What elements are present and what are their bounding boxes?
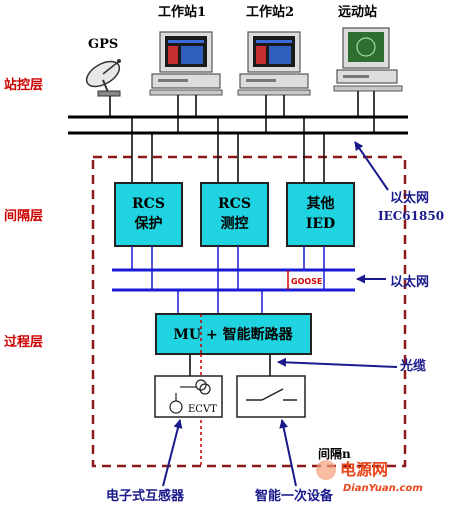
remote-station-computer-icon xyxy=(333,27,403,92)
ecvt-label: ECVT xyxy=(188,404,217,415)
ied-box-measure-control-line2: 测控 xyxy=(221,215,249,232)
layer-label-process: 过程层 xyxy=(4,334,43,350)
switch-device xyxy=(236,375,306,418)
ied-box-other-line2: IED xyxy=(306,216,335,232)
ied-box-measure-control-line1: RCS xyxy=(218,196,251,212)
ied-box-protection: RCS 保护 xyxy=(114,182,183,247)
workstation2-computer-icon xyxy=(237,31,311,96)
satellite-dish-icon xyxy=(85,59,121,97)
layer-label-station: 站控层 xyxy=(4,77,43,93)
watermark-url: DianYuan.com xyxy=(343,483,423,494)
ethernet-label-bottom: 以太网 xyxy=(390,274,429,290)
transformer-icon xyxy=(195,379,207,391)
ied-box-other: 其他 IED xyxy=(286,182,355,247)
bay-boundary xyxy=(91,155,407,468)
process-bus xyxy=(112,268,355,292)
bay-n-label: 间隔n xyxy=(318,446,351,461)
fiber-label: 光缆 xyxy=(399,358,426,374)
ethernet-label-top: 以太网 xyxy=(390,190,429,206)
ied-box-protection-line1: RCS xyxy=(132,196,165,212)
primary-device-label: 智能一次设备 xyxy=(255,488,334,504)
transformer-label: 电子式互感器 xyxy=(106,488,185,504)
arrow-transformer xyxy=(162,419,183,487)
arrow-ethernet-top xyxy=(354,141,389,191)
gps-label: GPS xyxy=(88,37,118,52)
watermark-logo: 电源网 DianYuan.com xyxy=(316,460,423,494)
remote-station-label: 远动站 xyxy=(338,4,377,20)
ecvt-device: ECVT xyxy=(154,375,223,418)
layer-label-bay: 间隔层 xyxy=(4,208,43,224)
workstation2-label: 工作站2 xyxy=(246,4,294,20)
arrow-fiber xyxy=(277,357,398,368)
process-box: MU + 智能断路器 xyxy=(155,313,312,355)
arrow-primary-device xyxy=(279,419,297,487)
annotation-arrows xyxy=(162,141,398,487)
workstation1-label: 工作站1 xyxy=(158,4,206,20)
ied-uplinks xyxy=(131,117,325,183)
ied-box-other-line1: 其他 xyxy=(307,195,335,212)
goose-label: GOOSE xyxy=(291,277,322,286)
station-bus-drops xyxy=(109,91,375,133)
ied-downlinks xyxy=(131,246,325,290)
station-bus xyxy=(68,115,408,135)
ied-box-protection-line2: 保护 xyxy=(134,215,163,232)
device-links xyxy=(189,354,271,376)
workstation1-computer-icon xyxy=(149,31,223,96)
process-box-uplinks xyxy=(177,270,263,314)
process-box-label: MU + 智能断路器 xyxy=(173,326,293,343)
iec61850-label: IEC61850 xyxy=(378,209,444,223)
watermark-cn: 电源网 xyxy=(340,460,388,479)
ied-box-measure-control: RCS 测控 xyxy=(200,182,269,247)
